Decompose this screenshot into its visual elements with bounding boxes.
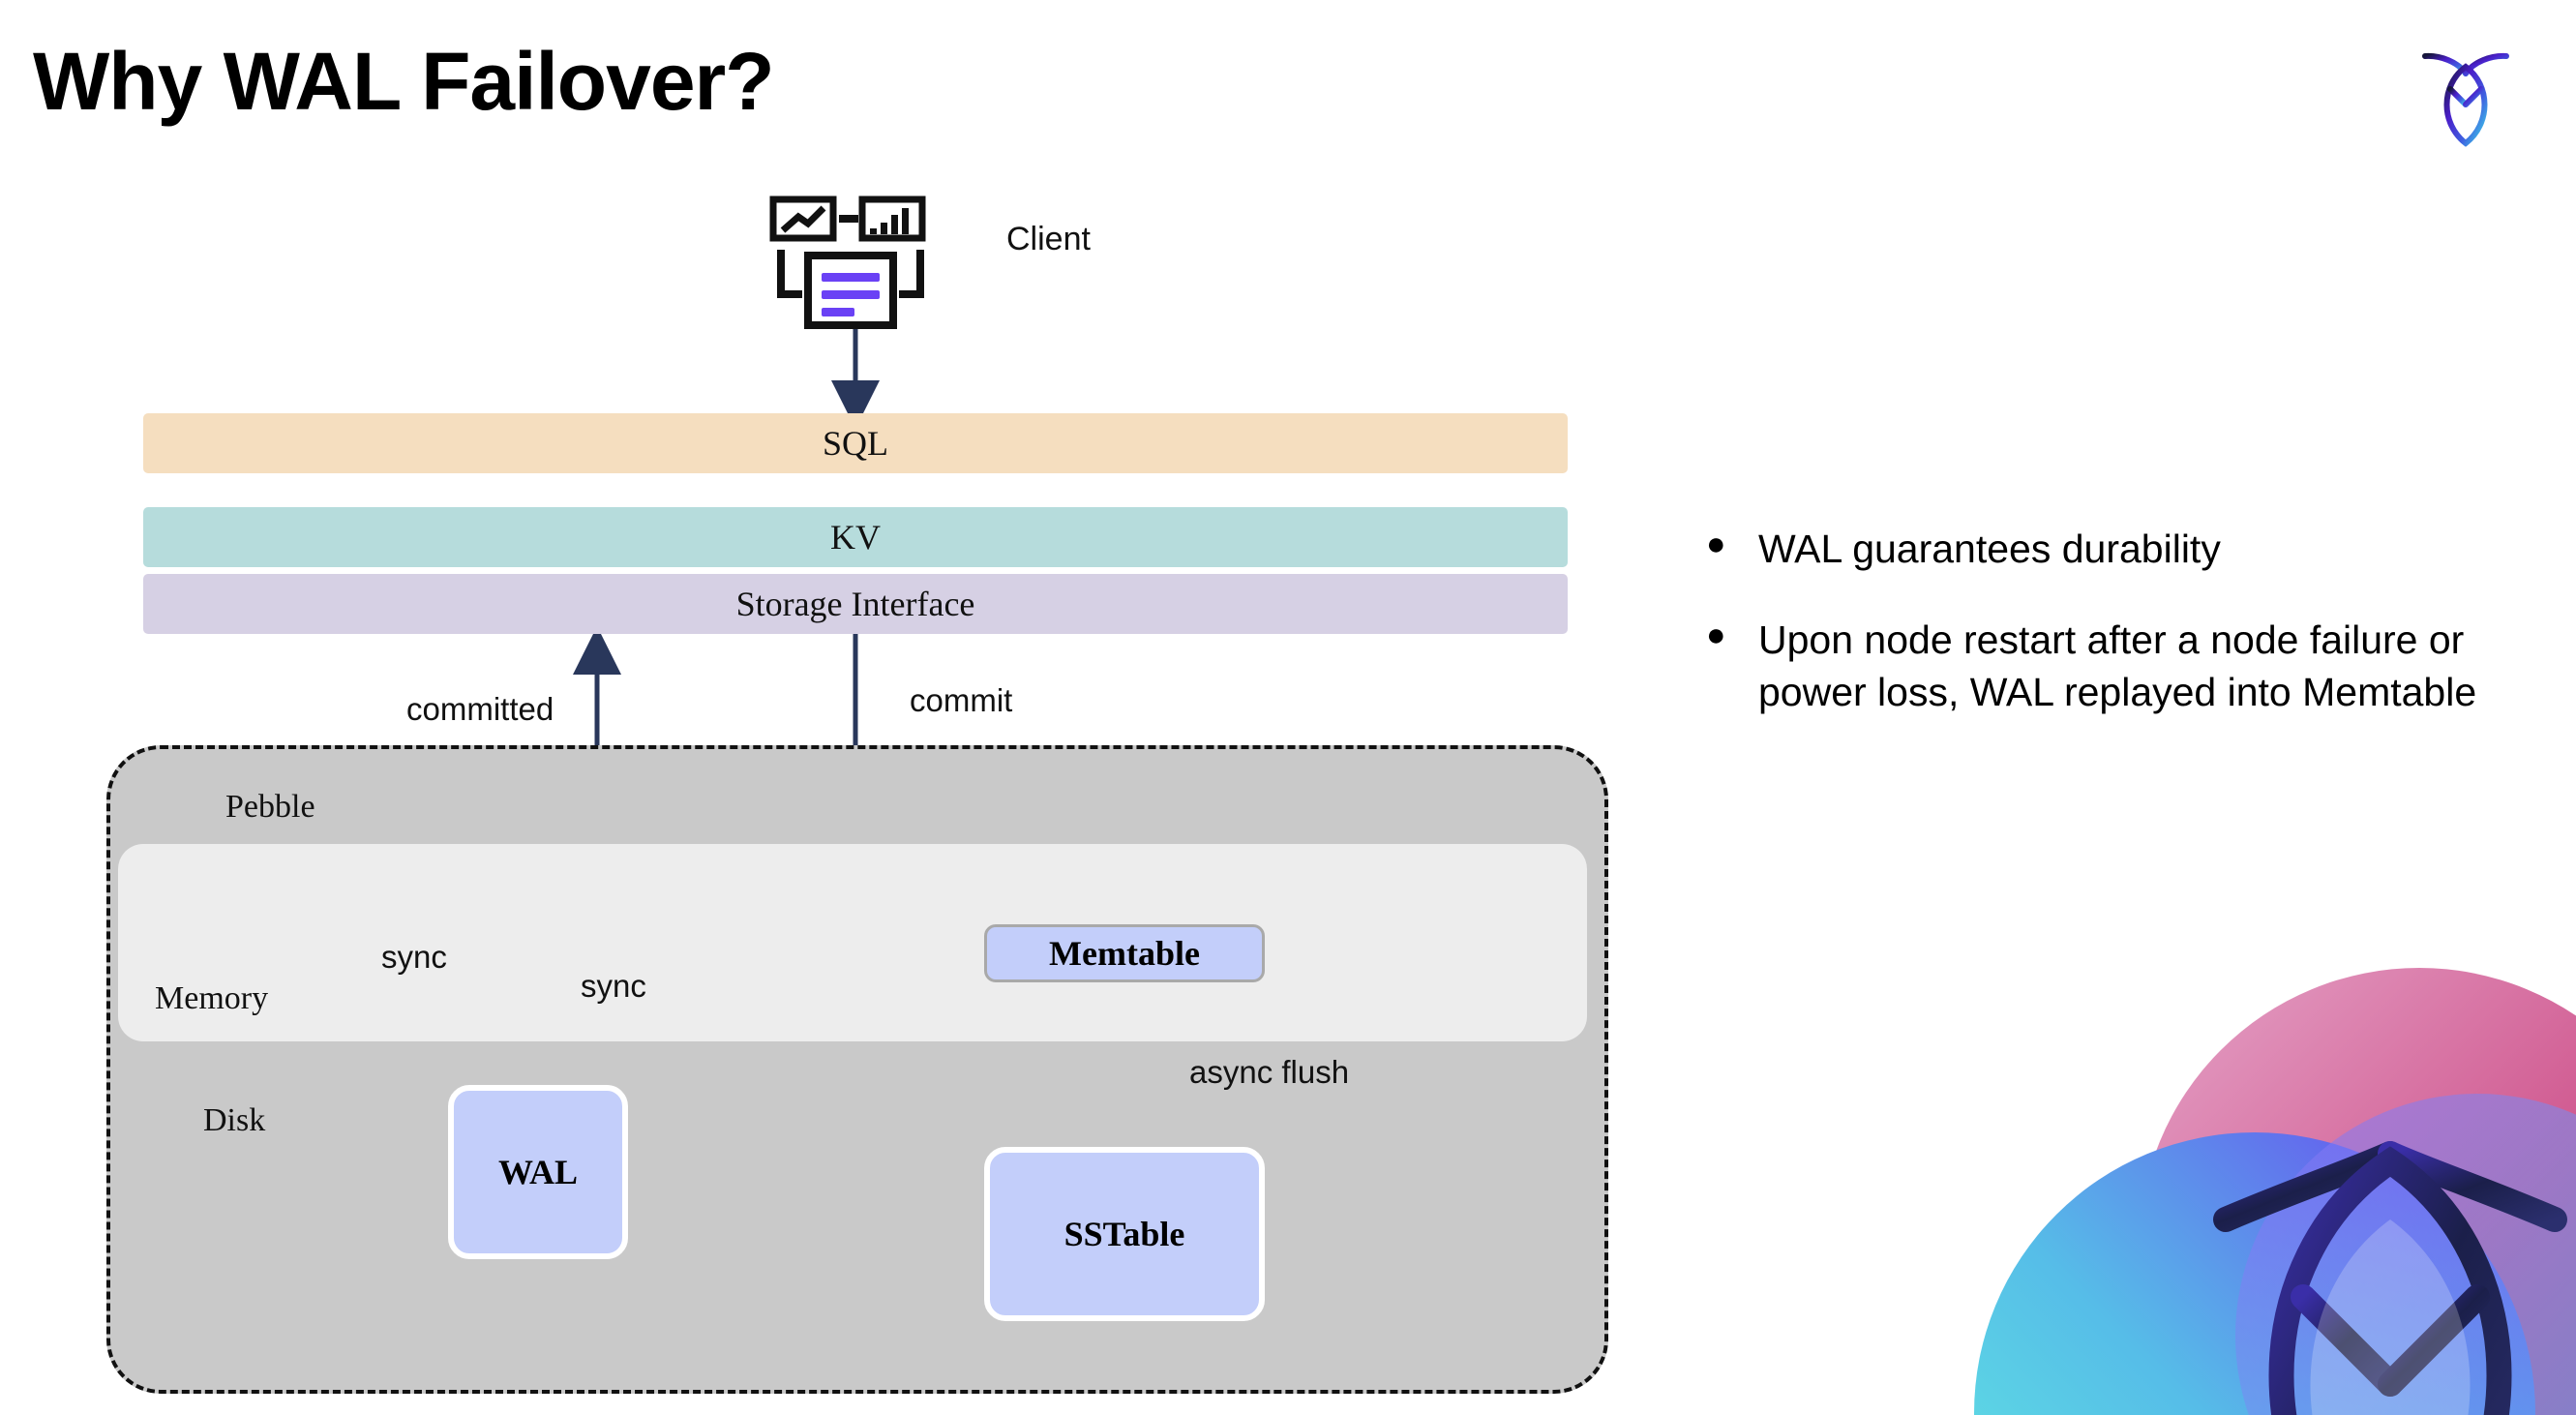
layer-label-sql: SQL <box>822 424 888 463</box>
bullet-text: WAL guarantees durability <box>1758 527 2221 571</box>
layer-bar-sql[interactable]: SQL <box>143 413 1568 473</box>
architecture-diagram: Client SQL KV Storage Interface Pebble M… <box>106 194 1608 1394</box>
disk-label: Disk <box>203 1102 266 1138</box>
node-label-memtable: Memtable <box>1049 934 1200 973</box>
edge-label-commit: commit <box>910 682 1013 718</box>
bullet-text: Upon node restart after a node failure o… <box>1758 617 2477 715</box>
edge-label-committed: committed <box>406 691 554 727</box>
edge-label-sync-write: sync <box>581 968 646 1004</box>
bullet-marker-icon: ● <box>1706 617 1726 654</box>
layer-bar-kv[interactable]: KV <box>143 507 1568 567</box>
pebble-label: Pebble <box>225 789 315 825</box>
client-dashboard-icon <box>769 194 932 329</box>
node-label-sstable: SSTable <box>1063 1215 1185 1253</box>
memory-label: Memory <box>155 980 269 1016</box>
layer-label-storage: Storage Interface <box>735 585 975 623</box>
node-wal[interactable]: WAL <box>448 1085 628 1259</box>
client-label: Client <box>1006 221 1091 257</box>
list-item: ● WAL guarantees durability <box>1698 523 2511 575</box>
memory-region <box>118 844 1587 1041</box>
layer-bar-storage-interface[interactable]: Storage Interface <box>143 574 1568 634</box>
edge-label-async-flush: async flush <box>1189 1054 1350 1090</box>
node-sstable[interactable]: SSTable <box>984 1147 1265 1321</box>
cockroachdb-logo-icon <box>2408 35 2524 151</box>
pebble-container <box>106 745 1608 1394</box>
bullet-list: ● WAL guarantees durability ● Upon node … <box>1698 523 2511 757</box>
cockroachdb-decorative-circles-icon <box>1935 929 2576 1415</box>
edge-label-sync-return: sync <box>381 939 447 975</box>
node-memtable[interactable]: Memtable <box>984 924 1265 982</box>
list-item: ● Upon node restart after a node failure… <box>1698 614 2511 718</box>
page-title: Why WAL Failover? <box>33 36 775 127</box>
layer-label-kv: KV <box>830 518 881 557</box>
bullet-marker-icon: ● <box>1706 526 1726 562</box>
node-label-wal: WAL <box>497 1153 579 1191</box>
